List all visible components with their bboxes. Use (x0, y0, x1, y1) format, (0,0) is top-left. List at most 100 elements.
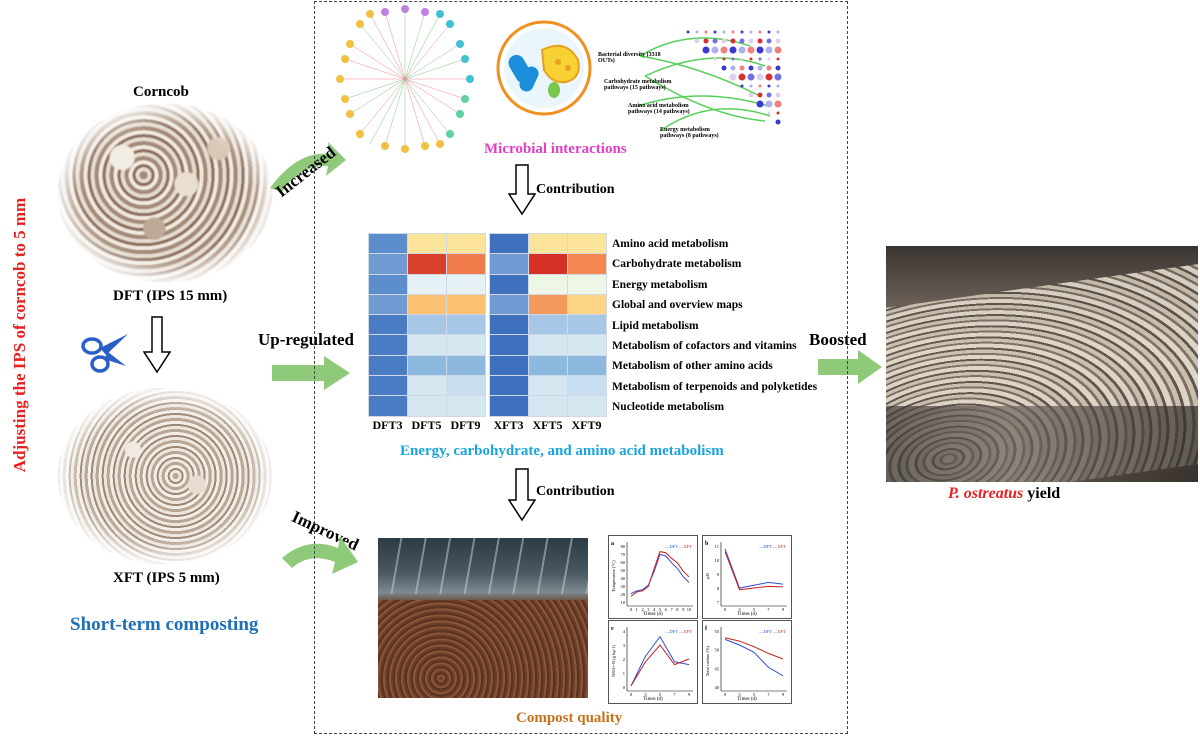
corr-cell (756, 46, 764, 54)
x-tick: 10 (687, 607, 692, 612)
y-tick: 4 (623, 629, 626, 634)
oyster-mushroom-photo (886, 246, 1198, 482)
x-tick: 3 (738, 692, 741, 697)
heatmap-cell (489, 395, 529, 417)
x-axis-label: Times (d) (643, 697, 663, 702)
x-tick: 5 (659, 692, 662, 697)
x-tick: 0 (630, 692, 633, 697)
heatmap-column-label: DFT9 (450, 418, 481, 432)
x-tick: 3 (647, 607, 650, 612)
legend-dft: —DFT (758, 629, 772, 634)
heatmap-cell (489, 334, 529, 356)
dft-corncob-image (58, 104, 272, 282)
y-tick: 10 (715, 558, 720, 563)
heatmap-column-label: XFT5 (532, 418, 563, 432)
y-tick: 20 (621, 592, 626, 597)
y-tick: 9 (717, 572, 720, 577)
yield-label: P. ostreatus yield (948, 485, 1060, 503)
corr-cell (756, 100, 764, 108)
corr-cell (749, 30, 753, 34)
heatmap-cell (446, 232, 486, 255)
heatmap-cell (446, 293, 486, 316)
y-tick: 50 (715, 648, 720, 653)
dft-series-line (724, 638, 784, 677)
pathway-label: Nucleotide metabolism (612, 401, 725, 414)
heatmap-cell (407, 293, 447, 316)
heatmap-cell (368, 273, 408, 295)
corr-cell (749, 57, 753, 61)
corr-cell (720, 46, 728, 54)
corr-cell (774, 100, 782, 108)
corr-cell (767, 84, 771, 88)
heatmap-cell (489, 354, 529, 377)
corr-cell (713, 57, 717, 61)
metabolism-title: Energy, carbohydrate, and amino acid met… (400, 443, 724, 459)
heatmap-cell (489, 232, 529, 255)
pathway-label: Carbohydrate metabolism (612, 258, 742, 271)
x-tick: 4 (653, 607, 656, 612)
compost-quality-title: Compost quality (516, 710, 623, 726)
corr-cell (731, 57, 735, 61)
corr-cell (757, 38, 763, 44)
contribution-label-2: Contribution (536, 484, 615, 499)
x-tick: 9 (682, 607, 685, 612)
y-axis-label: NH4+-N (g kg-1) (611, 645, 616, 677)
pathway-label: Energy metabolism (612, 278, 708, 291)
legend-dft: —DFT (664, 629, 678, 634)
y-tick: 7 (717, 600, 720, 605)
corr-cell (740, 30, 744, 34)
pathway-label: Metabolism of cofactors and vitamins (612, 339, 797, 352)
xft-series-line (724, 637, 784, 660)
legend-xft: —XFT (678, 629, 692, 634)
y-tick: 2 (623, 657, 625, 662)
x-tick: 0 (724, 692, 727, 697)
corr-cell (758, 84, 762, 88)
x-tick: 7 (767, 607, 770, 612)
central-dashed-frame (314, 1, 848, 734)
y-tick: 40 (621, 576, 626, 581)
heatmap-column-label: DFT5 (411, 418, 442, 432)
corr-cell (765, 46, 773, 54)
corr-cell (758, 30, 762, 34)
heatmap-cell (368, 314, 408, 336)
corr-cell (766, 65, 772, 71)
corr-cell (738, 73, 746, 81)
dft-series-line (724, 548, 784, 589)
heatmap-column-label: XFT3 (493, 418, 524, 432)
legend-dft: —DFT (664, 544, 678, 549)
pathway-label: Metabolism of terpenoids and polyketides (612, 380, 818, 393)
heatmap-cell (567, 293, 607, 316)
corr-cell (776, 111, 780, 115)
corr-cell (747, 46, 755, 54)
heatmap-cell (407, 253, 447, 275)
contribution-label-1: Contribution (536, 182, 615, 197)
corr-cell (738, 46, 746, 54)
heatmap-cell (567, 232, 607, 255)
heatmap-cell (567, 334, 607, 356)
corr-cell (775, 92, 781, 98)
legend-xft: —XFT (772, 544, 786, 549)
x-tick: 3 (644, 692, 647, 697)
corr-cell (776, 30, 780, 34)
heatmap-cell (446, 354, 486, 377)
pathway-label: Metabolism of other amino acids (612, 360, 773, 373)
corr-cell (767, 30, 771, 34)
heatmap-cell (528, 334, 568, 356)
heatmap-cell (528, 395, 568, 417)
legend-xft: —XFT (678, 544, 692, 549)
corr-cell (756, 73, 764, 81)
y-tick: 1 (623, 671, 625, 676)
pathway-label: Lipid metabolism (612, 319, 699, 332)
up-regulated-arrow (272, 356, 350, 390)
corr-cell (775, 65, 781, 71)
y-tick: 60 (621, 560, 626, 565)
corr-cell (748, 92, 754, 98)
boosted-label: Boosted (809, 330, 867, 349)
heatmap-cell (446, 334, 486, 356)
down-arrow-left (143, 316, 171, 374)
